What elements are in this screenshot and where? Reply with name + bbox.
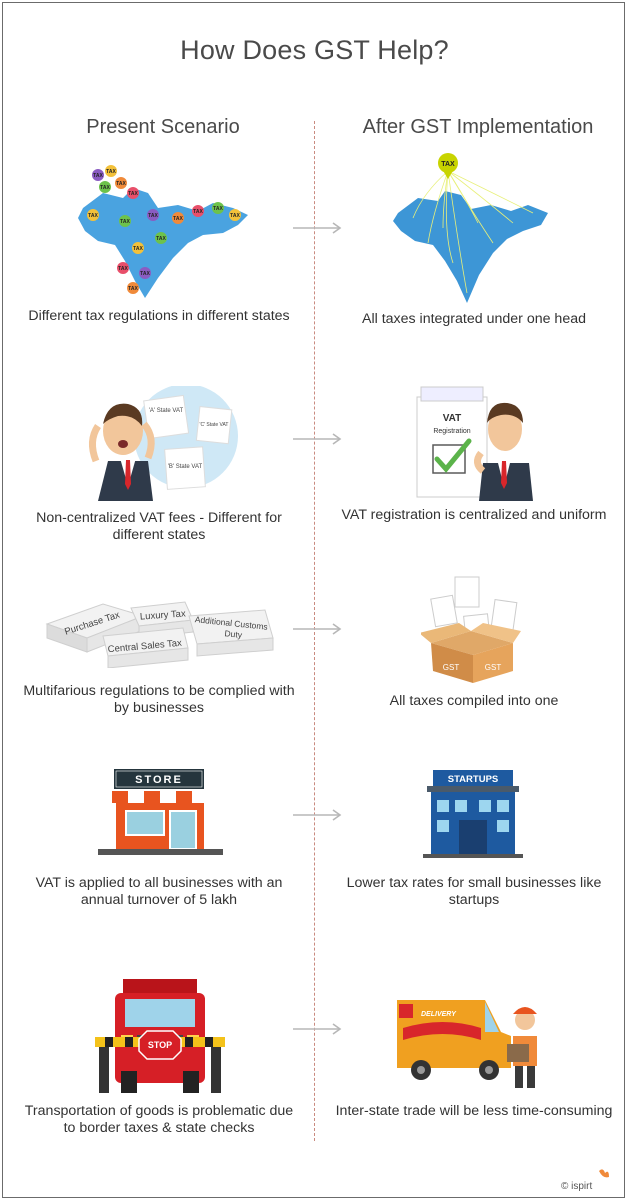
caption-present-4: VAT is applied to all businesses with an… bbox=[35, 875, 283, 908]
arrow-right-icon bbox=[293, 1023, 342, 1035]
caption-present-3: Multifarious regulations to be complied … bbox=[23, 683, 295, 716]
tax-boxes-icon: Purchase Tax Luxury Tax Central Sales Ta… bbox=[45, 601, 274, 668]
tax-pin-label: TAX bbox=[128, 286, 138, 292]
tax-pin-label: TAX bbox=[118, 266, 128, 272]
page-title: How Does GST Help? bbox=[180, 35, 449, 65]
delivery-van-icon: DELIVERY bbox=[397, 1000, 537, 1088]
tax-pin-label: TAX bbox=[441, 161, 455, 168]
tax-pin-label: TAX bbox=[213, 206, 223, 212]
vat-card-subtitle: Registration bbox=[433, 428, 470, 435]
india-map-single-tax-pin-icon: TAX bbox=[393, 153, 548, 303]
caption-after-4: Lower tax rates for small businesses lik… bbox=[346, 875, 602, 908]
arrow-right-icon bbox=[293, 809, 342, 821]
van-label: DELIVERY bbox=[421, 1011, 457, 1018]
column-heading-after: After GST Implementation bbox=[362, 116, 594, 138]
tax-pin-label: TAX bbox=[193, 209, 203, 215]
caption-after-1: All taxes integrated under one head bbox=[361, 311, 586, 327]
tax-pin-label: TAX bbox=[106, 169, 116, 175]
tax-pin-label: TAX bbox=[128, 191, 138, 197]
ispirt-logo: © ispirt bbox=[561, 1169, 609, 1192]
dashed-divider bbox=[314, 121, 315, 1141]
caption-present-5: Transportation of goods is problematic d… bbox=[24, 1103, 294, 1136]
tax-pin-label: TAX bbox=[133, 246, 143, 252]
tax-pin-label: TAX bbox=[140, 271, 150, 277]
caption-after-5: Inter-state trade will be less time-cons… bbox=[335, 1103, 613, 1119]
india-map-many-tax-pins-icon: TAX TAX TAX TAX TAX TAX TAX TAX TAX TAX … bbox=[78, 165, 248, 298]
tax-pin-label: TAX bbox=[148, 213, 158, 219]
vat-paper-b: 'B' State VAT bbox=[168, 464, 203, 470]
store-icon: STORE bbox=[98, 769, 223, 855]
tax-pin-label: TAX bbox=[100, 185, 110, 191]
stop-sign-icon bbox=[138, 1030, 182, 1060]
tax-pin-label: TAX bbox=[93, 173, 103, 179]
check-icon bbox=[434, 438, 472, 473]
vat-paper-a: 'A' State VAT bbox=[149, 408, 184, 414]
tax-pin-label: TAX bbox=[230, 213, 240, 219]
tax-pin-label: TAX bbox=[173, 216, 183, 222]
arrow-right-icon bbox=[293, 623, 342, 635]
stop-sign-label: STOP bbox=[148, 1040, 172, 1050]
tax-pin-label: TAX bbox=[116, 181, 126, 187]
tax-pin-label: TAX bbox=[120, 219, 130, 225]
gst-box-icon: GST GST bbox=[421, 576, 521, 683]
caption-after-2: VAT registration is centralized and unif… bbox=[341, 507, 607, 523]
confused-man-vat-papers-icon: 'A' State VAT 'C' State VAT 'B' State VA… bbox=[89, 386, 238, 501]
vat-paper-c: 'C' State VAT bbox=[200, 422, 229, 428]
arrow-right-icon bbox=[293, 222, 342, 234]
vat-card-title: VAT bbox=[443, 413, 462, 424]
column-heading-present: Present Scenario bbox=[86, 116, 240, 138]
startups-sign: STARTUPS bbox=[448, 774, 499, 785]
man-vat-registration-card-icon: VAT Registration bbox=[416, 386, 533, 501]
box-label-customs-2: Duty bbox=[224, 628, 243, 640]
credit-text: © ispirt bbox=[561, 1181, 592, 1192]
store-sign: STORE bbox=[135, 774, 183, 786]
arrow-right-icon bbox=[293, 433, 342, 445]
gst-box-label-right: GST bbox=[485, 663, 502, 672]
startups-building-icon: STARTUPS bbox=[423, 770, 523, 858]
caption-present-2: Non-centralized VAT fees - Different for… bbox=[36, 510, 282, 543]
truck-stop-barrier-icon: STOP bbox=[95, 979, 225, 1093]
tax-pin-label: TAX bbox=[88, 213, 98, 219]
caption-present-1: Different tax regulations in different s… bbox=[28, 308, 290, 324]
box-label-luxury: Luxury Tax bbox=[140, 608, 187, 622]
tax-pin-label: TAX bbox=[156, 236, 166, 242]
gst-box-label-left: GST bbox=[443, 663, 460, 672]
caption-after-3: All taxes compiled into one bbox=[389, 693, 559, 709]
